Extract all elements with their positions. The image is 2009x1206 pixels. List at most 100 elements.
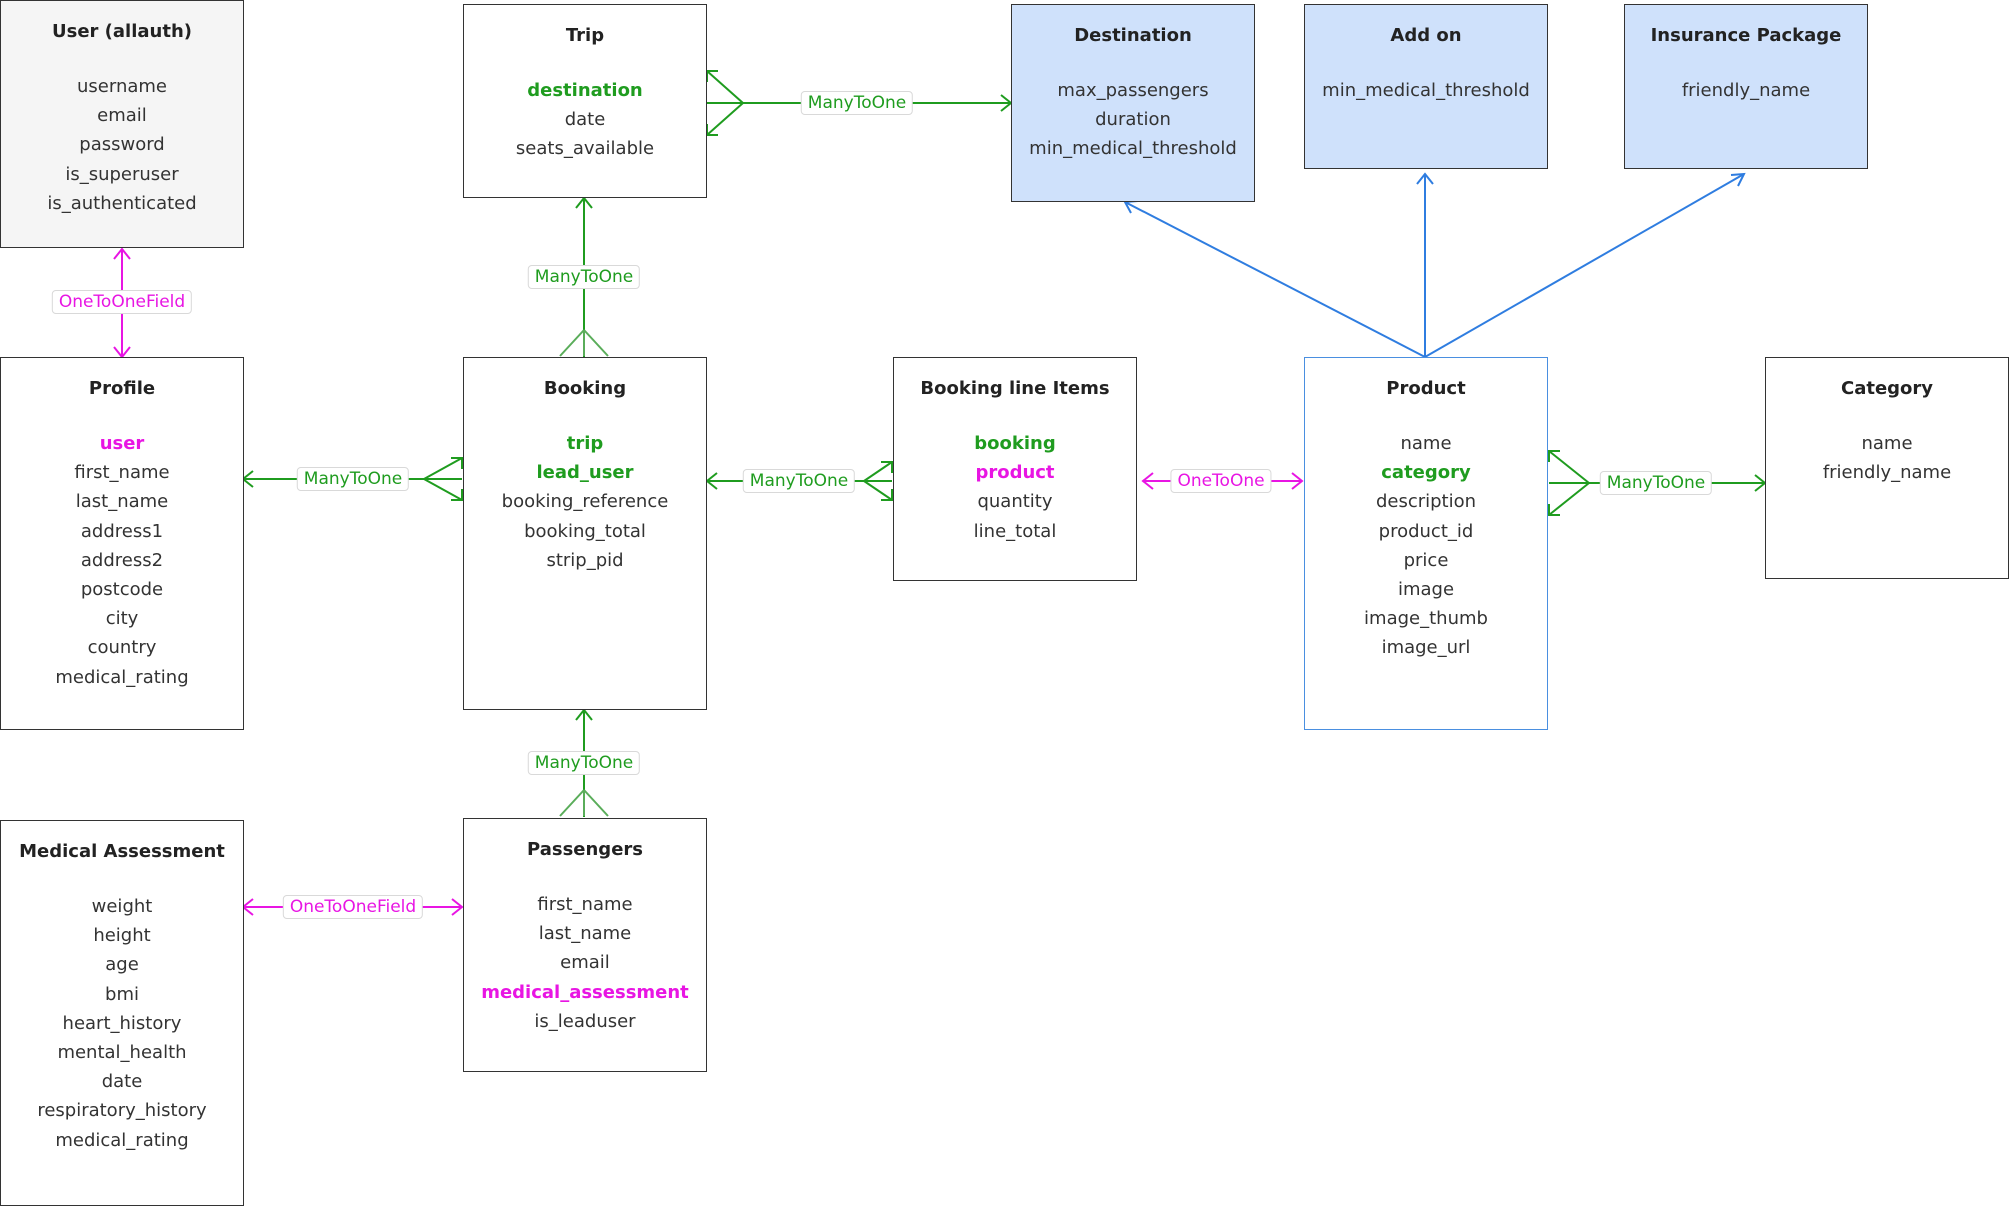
entity-trip: Trip destination date seats_available — [463, 4, 707, 198]
entity-field: is_superuser — [65, 163, 179, 185]
entity-field: product — [975, 462, 1055, 484]
relation-label-user-profile: OneToOneField — [51, 290, 193, 314]
entity-field: image_thumb — [1364, 608, 1488, 630]
entity-title: Booking — [543, 378, 627, 399]
entity-field: lead_user — [536, 462, 634, 484]
entity-field: city — [105, 608, 139, 630]
entity-profile: Profile user first_name last_name address1 a… — [0, 357, 244, 730]
entity-field: bmi — [105, 983, 139, 1005]
entity-field: category — [1381, 462, 1471, 484]
entity-title: Add on — [1390, 25, 1462, 46]
entity-field: date — [101, 1071, 143, 1093]
entity-field: address2 — [80, 549, 164, 571]
entity-field: height — [93, 925, 151, 947]
entity-insurance-package: Insurance Package friendly_name — [1624, 4, 1868, 169]
relation-label-medical-passengers: OneToOneField — [282, 895, 424, 919]
field-list: friendly_name — [1625, 76, 1867, 105]
entity-title: User (allauth) — [51, 21, 192, 42]
field-list: destination date seats_available — [464, 76, 706, 164]
entity-field: mental_health — [57, 1042, 187, 1064]
entity-field: line_total — [973, 520, 1057, 542]
relation-label-profile-booking: ManyToOne — [296, 467, 410, 491]
entity-field: medical_rating — [55, 1129, 189, 1151]
entity-field: age — [105, 954, 139, 976]
entity-field: name — [1400, 433, 1452, 454]
entity-field: description — [1375, 491, 1477, 513]
entity-title: Booking line Items — [920, 378, 1110, 399]
entity-field: email — [97, 105, 147, 127]
entity-title: Product — [1386, 378, 1466, 399]
entity-field: booking_total — [524, 520, 646, 542]
entity-field: email — [560, 952, 610, 974]
entity-field: postcode — [80, 579, 164, 601]
field-list: max_passengers duration min_medical_thresh… — [1012, 76, 1254, 164]
entity-field: country — [87, 637, 157, 659]
field-list: min_medical_threshold — [1305, 76, 1547, 105]
entity-booking-line-items: Booking line Items booking product quantit… — [893, 357, 1137, 581]
field-list: user first_name last_name address1 address2 p… — [1, 429, 243, 692]
entity-field: first_name — [74, 462, 170, 484]
entity-field: booking — [974, 433, 1056, 454]
entity-title: Trip — [565, 25, 605, 46]
entity-field: trip — [566, 433, 604, 454]
entity-field: seats_available — [515, 138, 655, 160]
relation-label-trip-destination: ManyToOne — [800, 91, 914, 115]
entity-field: first_name — [537, 894, 633, 915]
entity-title: Profile — [88, 378, 156, 399]
entity-field: quantity — [977, 491, 1053, 513]
entity-field: min_medical_threshold — [1029, 138, 1237, 160]
relation-label-lineitems-product: OneToOne — [1170, 469, 1272, 493]
relation-label-booking-trip: ManyToOne — [527, 265, 641, 289]
entity-field: image — [1397, 579, 1455, 601]
entity-field: product_id — [1378, 520, 1474, 542]
entity-field: image_url — [1381, 637, 1471, 659]
entity-field: friendly_name — [1822, 462, 1952, 484]
entity-addon: Add on min_medical_threshold — [1304, 4, 1548, 169]
entity-field: booking_reference — [501, 491, 669, 513]
entity-title: Passengers — [527, 839, 643, 860]
entity-title: Category — [1840, 378, 1934, 399]
entity-product: Product name category description product_i… — [1304, 357, 1548, 730]
relation-label-product-category: ManyToOne — [1599, 471, 1713, 495]
entity-field: password — [79, 134, 165, 156]
entity-field: user — [99, 433, 145, 454]
entity-field: is_authenticated — [47, 192, 197, 214]
entity-field: weight — [91, 896, 153, 917]
entity-field: address1 — [80, 520, 164, 542]
entity-medical-assessment: Medical Assessment weight height age bmi hea… — [0, 820, 244, 1206]
entity-field: destination — [527, 80, 643, 101]
entity-field: duration — [1095, 109, 1171, 131]
field-list: name friendly_name — [1766, 429, 2008, 487]
entity-title: Destination — [1074, 25, 1192, 46]
entity-field: respiratory_history — [37, 1100, 207, 1122]
relation-label-booking-lineitems: ManyToOne — [742, 469, 856, 493]
entity-destination: Destination max_passengers duration min_me… — [1011, 4, 1255, 202]
entity-field: friendly_name — [1681, 80, 1811, 101]
entity-field: medical_rating — [55, 666, 189, 688]
entity-field: date — [564, 109, 606, 131]
entity-field: price — [1403, 549, 1449, 571]
entity-category: Category name friendly_name — [1765, 357, 2009, 579]
entity-field: last_name — [75, 491, 169, 513]
field-list: weight height age bmi heart_history mental_he… — [1, 892, 243, 1155]
entity-field: medical_assessment — [481, 981, 689, 1003]
entity-field: is_leaduser — [534, 1010, 636, 1032]
entity-title: Medical Assessment — [19, 841, 225, 862]
product-parents-connector — [1123, 172, 1746, 358]
entity-field: name — [1861, 433, 1913, 454]
entity-field: last_name — [538, 923, 632, 945]
field-list: trip lead_user booking_reference booking_to… — [464, 429, 706, 575]
entity-field: heart_history — [62, 1012, 182, 1034]
relation-label-booking-passengers: ManyToOne — [527, 751, 641, 775]
entity-field: max_passengers — [1057, 80, 1209, 101]
field-list: booking product quantity line_total — [894, 429, 1136, 546]
entity-field: strip_pid — [546, 549, 624, 571]
entity-field: min_medical_threshold — [1322, 80, 1530, 101]
